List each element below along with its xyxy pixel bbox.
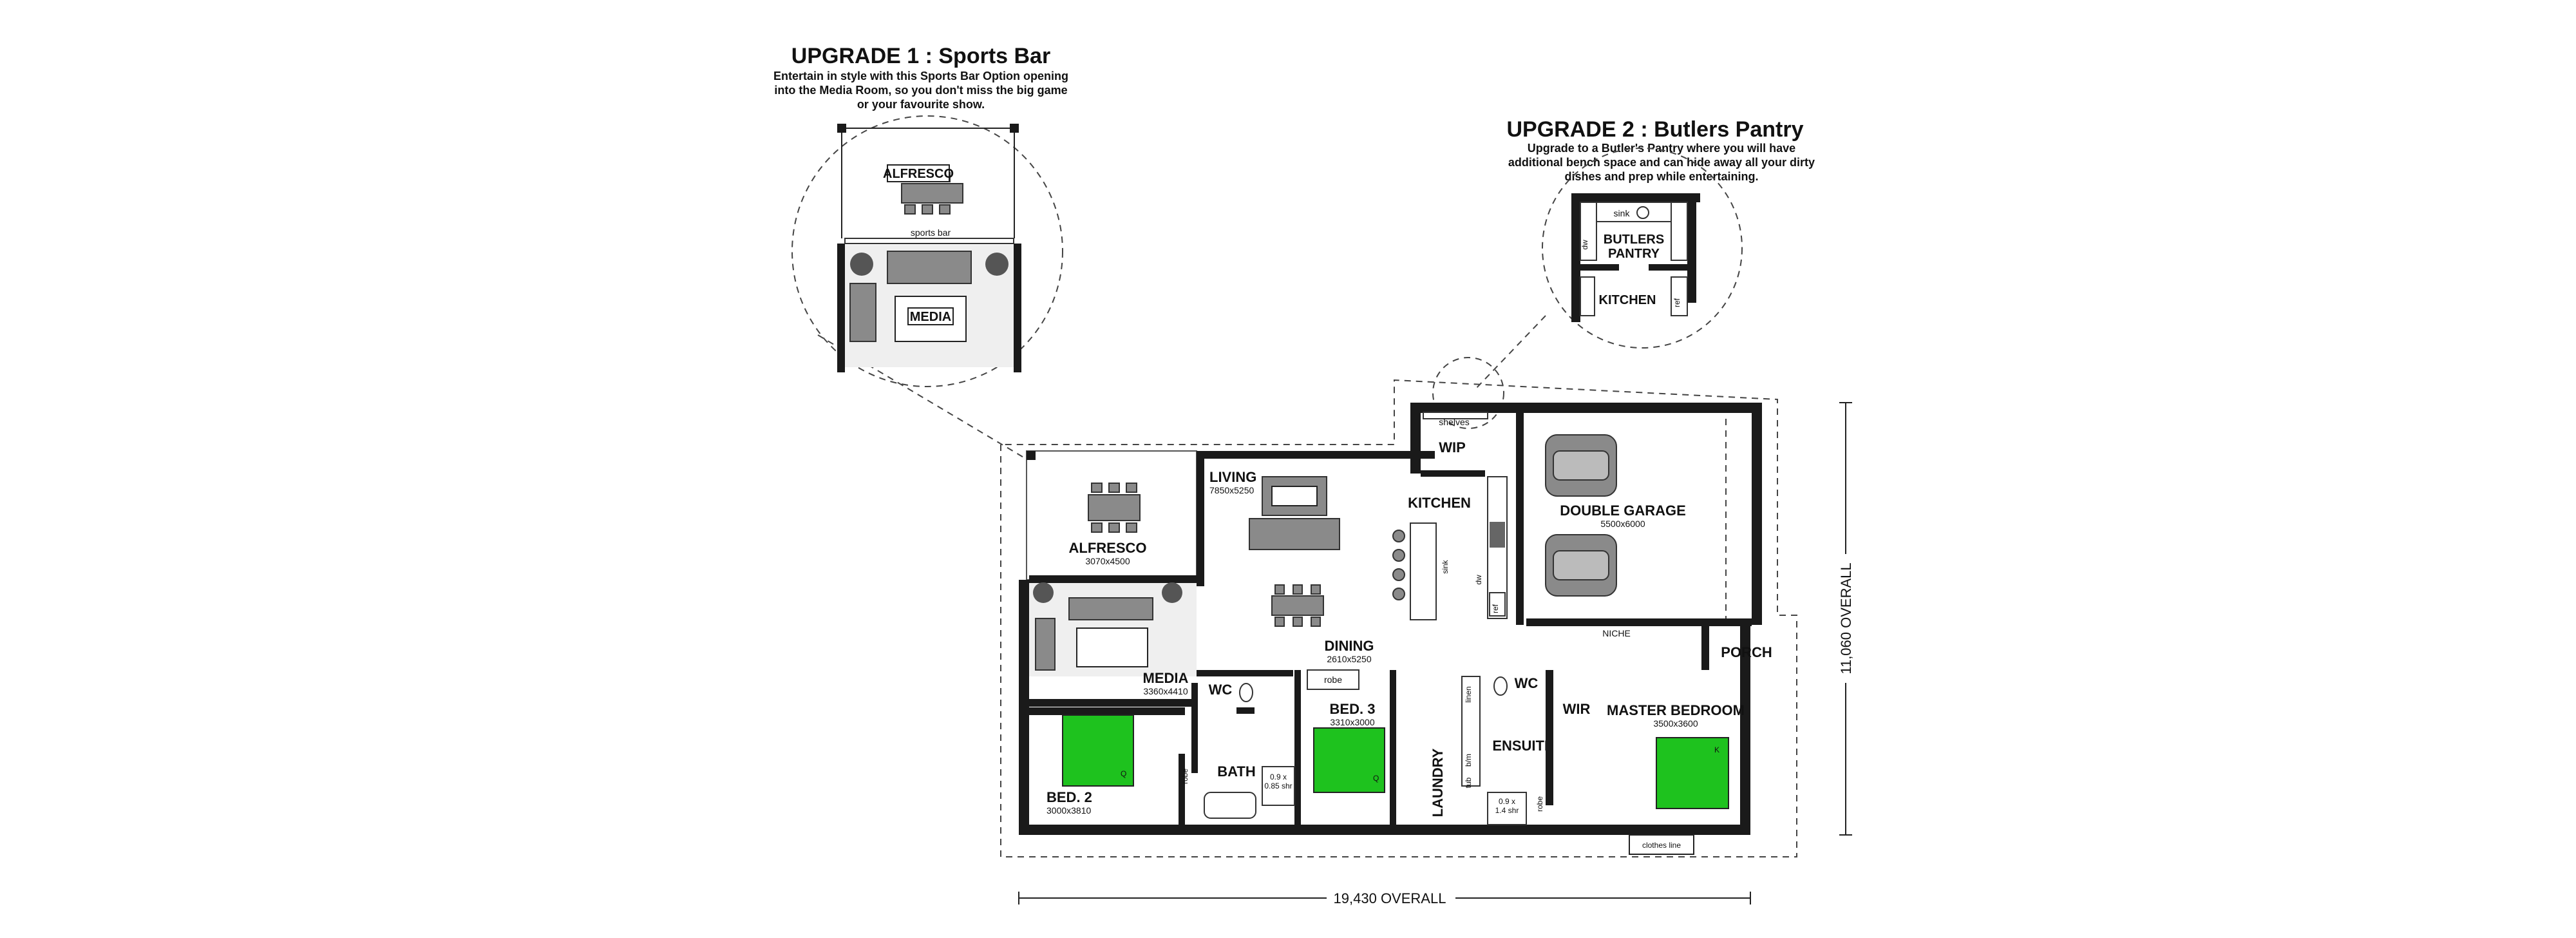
- ensuite-robe-label: robe: [1535, 796, 1544, 812]
- sports-bar-counter: [844, 238, 1014, 244]
- laundry-label: LAUNDRY: [1430, 748, 1446, 817]
- ensuite-shr-line1: 0.9 x: [1499, 797, 1515, 806]
- upgrade1-armchair: [849, 283, 876, 342]
- porch-label: PORCH: [1721, 644, 1772, 660]
- upgrade1-desc-line1: Entertain in style with this Sports Bar …: [773, 70, 1068, 82]
- alfresco-table: [1088, 494, 1141, 521]
- kitchen-name: KITCHEN: [1408, 495, 1471, 511]
- linen-label: linen: [1464, 686, 1473, 702]
- overall-width: 19,430 OVERALL: [1334, 890, 1446, 906]
- clothes-line-label: clothes line: [1642, 841, 1681, 850]
- overall-depth: 11,060 OVERALL: [1838, 562, 1854, 674]
- eave-outline: [1000, 379, 1797, 857]
- media-sofa: [1068, 597, 1153, 620]
- alfresco-size: 3070x4500: [1085, 556, 1130, 566]
- upgrade2-desc-line3: dishes and prep while entertaining.: [1564, 170, 1758, 183]
- bed2-bed: [1062, 714, 1134, 787]
- upgrade2-detail-circle: [1542, 148, 1743, 349]
- upgrade1-media-label: MEDIA: [910, 310, 951, 324]
- kitchen-dw-label: dw: [1474, 575, 1483, 585]
- ensuite-label: ENSUITE: [1492, 738, 1553, 754]
- media-size: 3360x4410: [1143, 686, 1188, 696]
- upgrade2-ref-label: ref: [1672, 298, 1681, 307]
- upgrade2-leader-line: [1474, 315, 1546, 390]
- bed2-q-label: Q: [1121, 769, 1126, 778]
- master-name: MASTER BEDROOM: [1607, 702, 1745, 718]
- wip-name: WIP: [1439, 439, 1466, 455]
- upgrade2-butlers-label: BUTLERS: [1604, 233, 1664, 247]
- upgrade2-pantry-label: PANTRY: [1608, 247, 1660, 261]
- bed2-size: 3000x3810: [1046, 805, 1092, 816]
- bath-label: BATH: [1217, 763, 1255, 780]
- upgrade2-callout: UPGRADE 2 : Butlers Pantry Upgrade to a …: [1474, 117, 1815, 390]
- living-sofa: [1249, 518, 1340, 550]
- dimension-width: 19,430 OVERALL: [1018, 889, 1751, 907]
- cooktop-icon: [1490, 522, 1505, 548]
- pantry-upgrade-marker: [1432, 357, 1504, 429]
- wir-label: WIR: [1563, 701, 1591, 717]
- upgrade1-sports-bar-label: sports bar: [911, 227, 951, 238]
- ensuite-shr-line2: 1.4 shr: [1495, 806, 1519, 815]
- upgrade1-alfresco-label: ALFRESCO: [883, 167, 954, 181]
- bathtub-icon: [1204, 792, 1256, 819]
- bath-shr-line1: 0.9 x: [1270, 772, 1287, 781]
- garage-name: DOUBLE GARAGE: [1560, 503, 1686, 519]
- bed3-q-label: Q: [1373, 774, 1379, 783]
- master-size: 3500x3600: [1653, 718, 1698, 729]
- living-name: LIVING: [1209, 469, 1256, 485]
- dimension-depth: 11,060 OVERALL: [1837, 402, 1855, 836]
- dining-size: 2610x5250: [1327, 654, 1372, 664]
- upgrade2-desc-line2: additional bench space and can hide away…: [1508, 156, 1815, 169]
- upgrade1-desc-line2: into the Media Room, so you don't miss t…: [774, 84, 1067, 97]
- upgrade2-dw-label: dw: [1580, 240, 1589, 250]
- upgrade1-plant-icon: [985, 253, 1009, 276]
- upgrade1-title: UPGRADE 1 : Sports Bar: [791, 44, 1050, 68]
- bath-shr-line2: 0.85 shr: [1264, 781, 1292, 790]
- toilet-icon: [1239, 683, 1253, 702]
- tub-label: tub: [1464, 777, 1473, 788]
- media-coffee-table: [1076, 627, 1148, 667]
- bed3-bed: [1313, 727, 1385, 793]
- master-k-label: K: [1714, 745, 1719, 754]
- niche-label: NICHE: [1602, 628, 1631, 638]
- plant-icon: [1162, 582, 1182, 603]
- kitchen-sink-label: sink: [1441, 559, 1450, 573]
- media-armchair: [1035, 618, 1056, 671]
- dining-table: [1271, 595, 1324, 616]
- bath-robe-label: robe: [1180, 769, 1189, 784]
- wip-shelves-label: shelves: [1439, 417, 1469, 427]
- upgrade2-title: UPGRADE 2 : Butlers Pantry: [1507, 117, 1804, 142]
- upgrade2-kitchen-label: KITCHEN: [1599, 293, 1656, 307]
- upgrade1-detail-circle: [791, 115, 1063, 387]
- garage-size: 5500x6000: [1600, 519, 1645, 529]
- living-size: 7850x5250: [1209, 485, 1255, 495]
- kitchen-island: [1410, 522, 1437, 620]
- bed3-name: BED. 3: [1330, 701, 1376, 717]
- media-name: MEDIA: [1143, 670, 1189, 686]
- upgrade2-desc-line1: Upgrade to a Butler's Pantry where you w…: [1528, 142, 1795, 155]
- upgrade1-desc-line3: or your favourite show.: [857, 98, 985, 111]
- bed3-robe-label: robe: [1324, 675, 1342, 685]
- main-plan: ALFRESCO 3070x4500 MEDIA 3360x4410 LIVIN…: [1000, 357, 1797, 857]
- sink-icon: [1636, 206, 1649, 219]
- dining-name: DINING: [1325, 638, 1374, 654]
- bm-label: b/m: [1464, 754, 1473, 767]
- master-bed: [1656, 737, 1729, 809]
- toilet-icon: [1493, 676, 1508, 696]
- upgrade2-detail: sink BUTLERS PANTRY dw ref KITCHEN: [1571, 193, 1700, 322]
- bed3-size: 3310x3000: [1330, 717, 1375, 727]
- upgrade1-alfresco-table: [901, 183, 963, 204]
- wc2-label: WC: [1515, 675, 1539, 691]
- upgrade1-detail: ALFRESCO sports bar MEDIA: [837, 124, 1021, 372]
- upgrade1-sofa: [887, 251, 972, 284]
- upgrade1-plant-icon: [850, 253, 873, 276]
- kitchen-ref-label: ref: [1491, 604, 1500, 613]
- upgrade2-sink-label: sink: [1614, 208, 1631, 218]
- upgrade1-callout: UPGRADE 1 : Sports Bar Entertain in styl…: [773, 44, 1068, 477]
- plant-icon: [1033, 582, 1054, 603]
- wc1-label: WC: [1209, 682, 1233, 698]
- alfresco-name: ALFRESCO: [1069, 540, 1147, 556]
- bed2-name: BED. 2: [1046, 789, 1092, 805]
